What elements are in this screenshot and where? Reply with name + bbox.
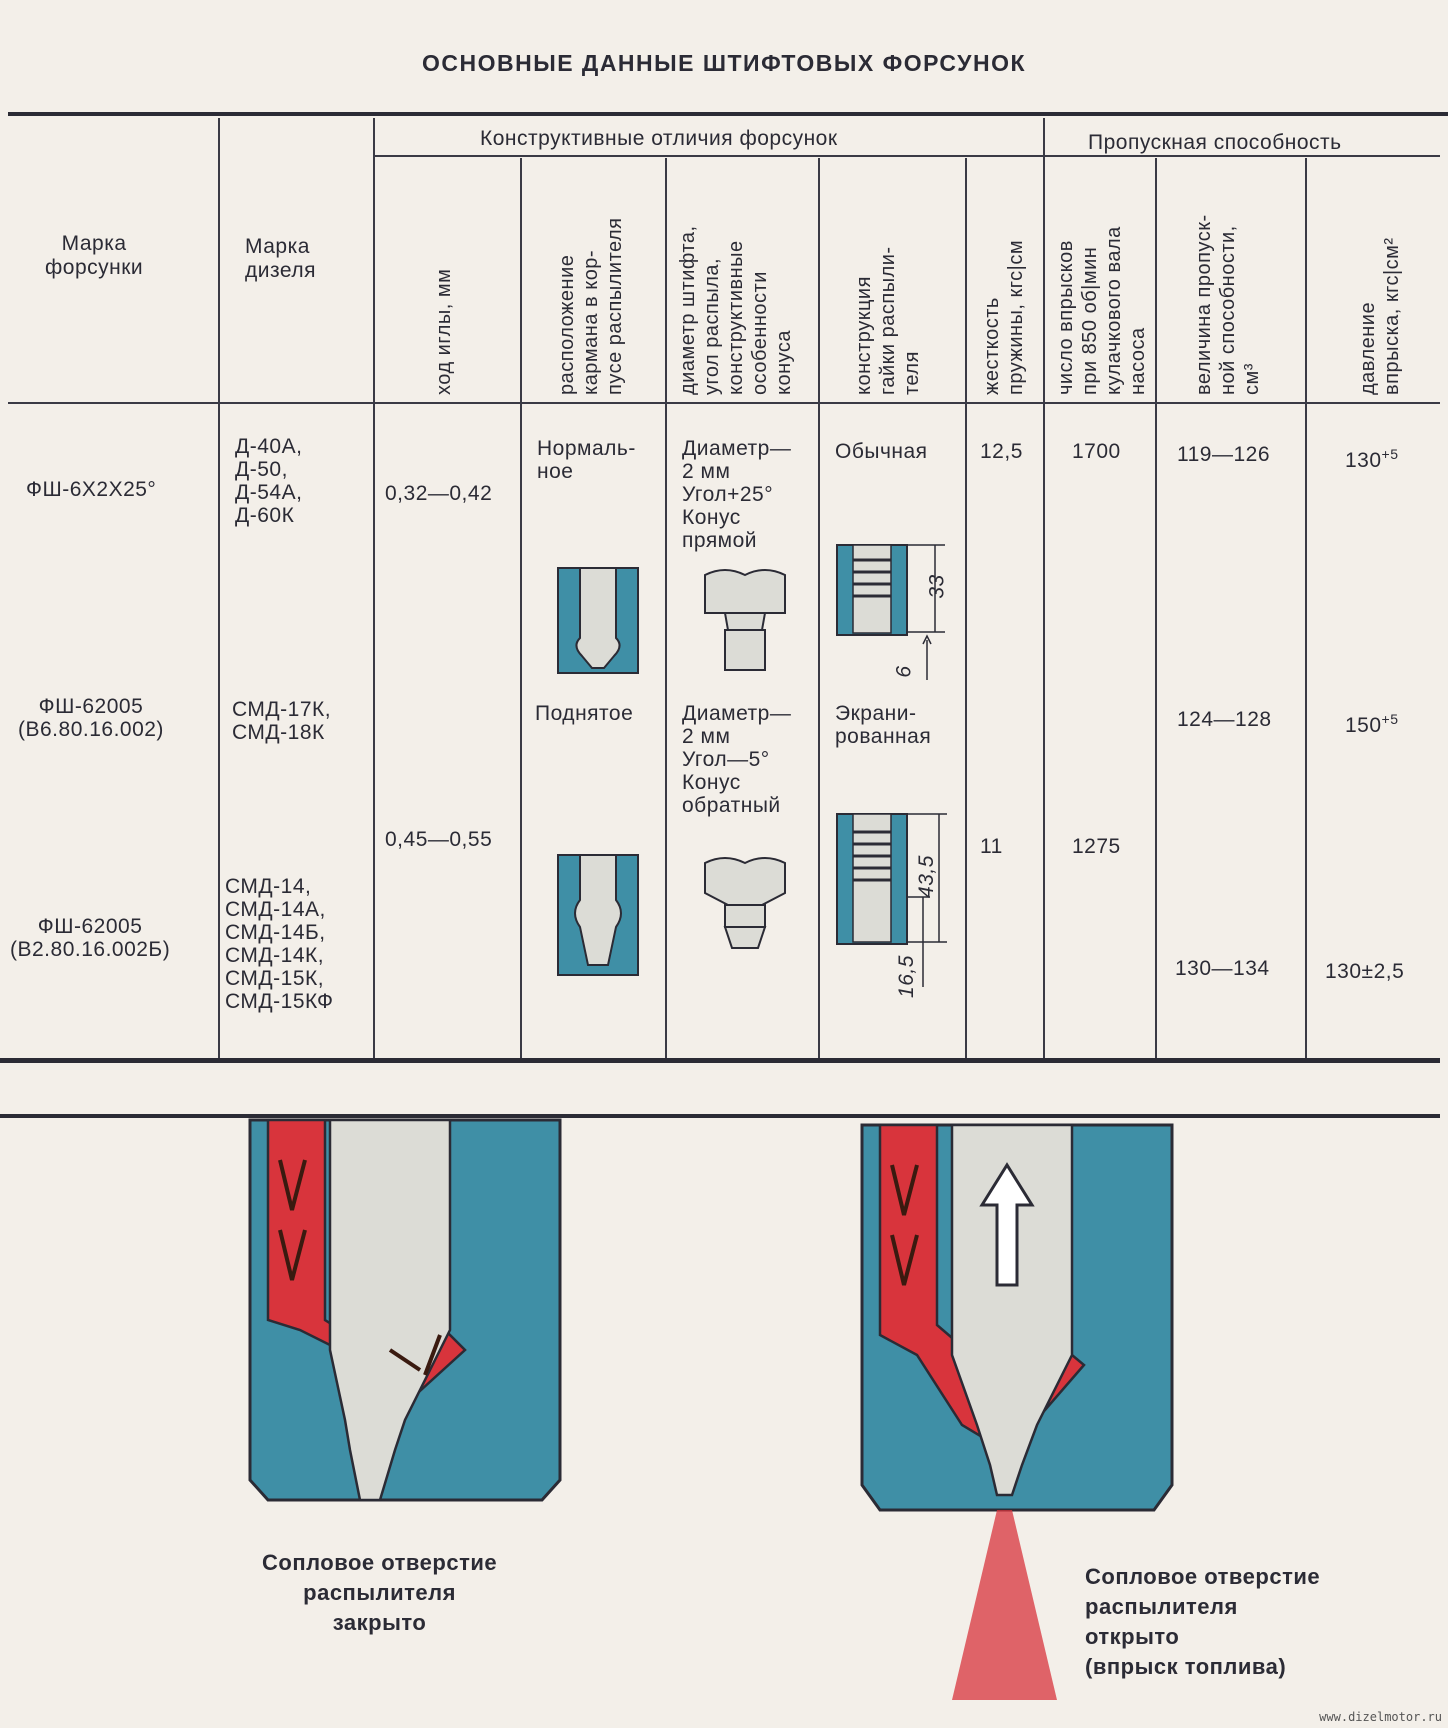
watermark: www.dizelmotor.ru [1319, 1710, 1442, 1724]
header-pin-diameter: диаметр штифта, угол распыла, конструкти… [677, 225, 795, 395]
table-bottom-rule [0, 1058, 1440, 1063]
header-throughput-value: величина пропуск- ной способности, см³ [1193, 214, 1263, 395]
r2-nozzle: ФШ-62005 (В6.80.16.002) [18, 695, 164, 741]
nozzle-closed-illustration [248, 1118, 562, 1502]
nut-screened-illustration [836, 813, 947, 987]
header-injection-pressure: давление впрыска, кгс|см² [1357, 237, 1403, 395]
header-nut-design: конструкция гайки распыли- теля [853, 246, 923, 395]
col-line-3 [520, 158, 522, 1058]
section-rule [0, 1114, 1440, 1118]
pocket-normal-illustration [557, 567, 639, 674]
shared-needle-travel: 0,45—0,55 [385, 828, 493, 851]
col-line-9 [1305, 158, 1307, 1058]
col-line-4 [665, 158, 667, 1058]
caption-open: Сопловое отверстие распылителя открыто (… [1085, 1564, 1321, 1679]
caption-closed: Сопловое отверстие распылителя закрыто [262, 1550, 498, 1635]
pin-straight-illustration [704, 569, 786, 671]
page-title: ОСНОВНЫЕ ДАННЫЕ ШТИФТОВЫХ ФОРСУНОК [421, 50, 1027, 76]
col-line-5 [818, 158, 820, 1058]
r2-pressure: 150+5 [1345, 711, 1399, 737]
r1-pressure: 130+5 [1345, 446, 1399, 472]
col-line-2 [373, 118, 375, 1058]
pin-reverse-illustration [704, 857, 786, 949]
r2-pin: Диаметр— 2 мм Угол—5° Конус обратный [682, 702, 792, 817]
nut-dim-6: 6 [892, 665, 916, 678]
r2-nut: Экрани- рованная [835, 702, 932, 748]
header-nozzle-brand: Марка форсунки [45, 232, 144, 279]
header-spring-rigidity: жесткость пружины, кгс|см [981, 239, 1027, 395]
shared-spring: 11 [980, 835, 1003, 858]
header-divider [8, 402, 1440, 404]
col-line-7 [1043, 118, 1045, 1058]
nozzle-open-illustration [860, 1123, 1174, 1700]
r2-throughput: 124—128 [1177, 708, 1272, 731]
col-line-1 [218, 118, 220, 1058]
group-divider [375, 155, 1440, 157]
shared-injections: 1275 [1072, 835, 1121, 858]
table-top-rule [8, 112, 1448, 116]
r1-spring: 12,5 [980, 440, 1023, 463]
r1-injections: 1700 [1072, 440, 1121, 463]
nut-regular-illustration [836, 544, 945, 680]
pocket-raised-illustration [557, 854, 639, 976]
col-line-8 [1155, 158, 1157, 1058]
r1-nut: Обычная [835, 440, 928, 463]
r2-pocket: Поднятое [535, 702, 634, 725]
header-design-group: Конструктивные отличия форсунок [480, 127, 838, 150]
r1-pin: Диаметр— 2 мм Угол+25° Конус прямой [682, 437, 792, 552]
header-pocket-location: расположение кармана в кор- пусе распыли… [556, 217, 626, 395]
nut-dim-33: 33 [925, 574, 949, 599]
r1-nozzle: ФШ-6Х2Х25° [26, 478, 157, 501]
r1-needle-travel: 0,32—0,42 [385, 482, 493, 505]
r3-nozzle: ФШ-62005 (В2.80.16.002Б) [10, 915, 171, 961]
header-needle-travel: ход иглы, мм [433, 268, 455, 395]
col-line-6 [965, 158, 967, 1058]
header-injection-count: число впрысков при 850 об|мин кулачковог… [1055, 226, 1149, 395]
r3-throughput: 130—134 [1175, 957, 1270, 980]
header-diesel-brand: Марка дизеля [245, 235, 316, 282]
r1-pocket: Нормаль- ное [537, 437, 636, 483]
nut-dim-43-5: 43,5 [914, 855, 938, 898]
r2-diesel: СМД-17К, СМД-18К [232, 698, 332, 744]
r3-pressure: 130±2,5 [1325, 960, 1405, 983]
r1-throughput: 119—126 [1177, 443, 1271, 466]
r3-diesel: СМД-14, СМД-14А, СМД-14Б, СМД-14К, СМД-1… [225, 875, 334, 1013]
nut-dim-16-5: 16,5 [894, 955, 918, 998]
header-throughput-group: Пропускная способность [1088, 131, 1342, 154]
r1-diesel: Д-40А, Д-50, Д-54А, Д-60К [235, 435, 303, 527]
